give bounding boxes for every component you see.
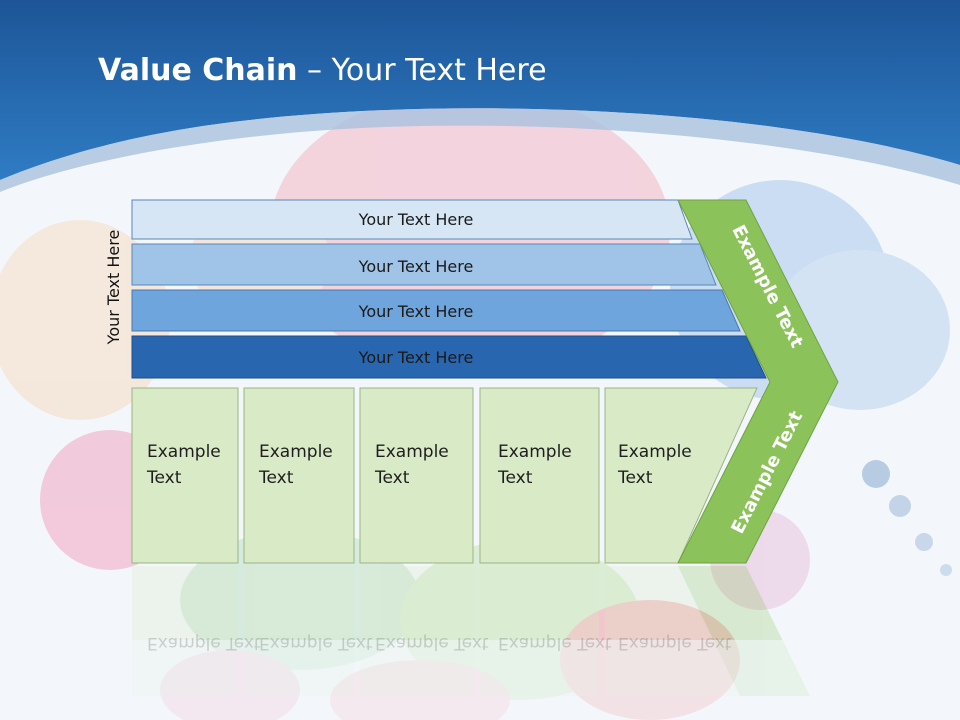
page-title: Value Chain – Your Text Here xyxy=(98,53,547,88)
title-bold: Value Chain xyxy=(98,53,298,88)
column-line: Example xyxy=(375,442,449,462)
band-2 xyxy=(131,243,717,286)
band-1 xyxy=(131,199,693,240)
column-line: Example xyxy=(147,442,221,462)
column-line: Text xyxy=(259,468,294,488)
column-box-1 xyxy=(131,387,239,564)
reflection-text-3: Example Text xyxy=(375,633,489,653)
column-box-2 xyxy=(243,387,355,564)
column-text-3: Example Text xyxy=(375,439,449,491)
column-text-4: Example Text xyxy=(498,439,572,491)
band-3 xyxy=(131,289,741,332)
column-line: Example xyxy=(618,442,692,462)
title-rest: – Your Text Here xyxy=(297,53,547,88)
column-text-5: Example Text xyxy=(618,439,692,491)
column-line: Example xyxy=(498,442,572,462)
reflection-text-4: Example Text xyxy=(498,633,612,653)
column-line: Text xyxy=(618,468,653,488)
column-box-4 xyxy=(479,387,600,564)
band-4 xyxy=(131,335,767,379)
column-line: Text xyxy=(375,468,410,488)
reflection-text-5: Example Text xyxy=(618,633,732,653)
column-text-1: Example Text xyxy=(147,439,221,491)
side-label: Your Text Here xyxy=(104,229,123,345)
reflection-text-2: Example Text xyxy=(259,633,373,653)
column-line: Text xyxy=(498,468,533,488)
column-box-3 xyxy=(359,387,474,564)
column-text-2: Example Text xyxy=(259,439,333,491)
chevron-arrow xyxy=(677,199,839,564)
column-line: Example xyxy=(259,442,333,462)
column-line: Text xyxy=(147,468,182,488)
header-band xyxy=(0,0,960,180)
reflection-text-1: Example Text xyxy=(147,633,261,653)
